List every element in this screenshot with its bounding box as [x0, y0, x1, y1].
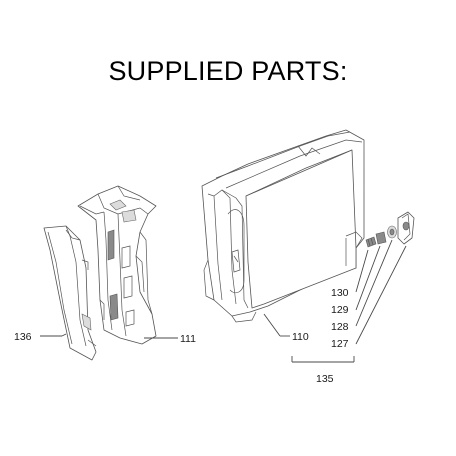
label-128: 128 — [331, 321, 349, 333]
part-110-housing — [201, 129, 365, 323]
label-111: 111 — [180, 333, 196, 345]
label-129: 129 — [331, 304, 349, 316]
part-128-ring — [387, 225, 397, 239]
label-110: 110 — [292, 331, 309, 343]
part-136-side-cover — [43, 225, 97, 361]
part-129-seal — [375, 231, 387, 245]
label-135: 135 — [316, 373, 334, 385]
label-127: 127 — [331, 338, 349, 350]
leader-lines — [40, 239, 407, 363]
label-136: 136 — [14, 331, 32, 343]
part-127-valve-cap — [397, 211, 415, 245]
label-130: 130 — [331, 287, 349, 299]
part-130-spring — [365, 236, 377, 248]
page-title: SUPPLIED PARTS: — [108, 56, 348, 86]
part-111-front-panel — [77, 185, 157, 345]
